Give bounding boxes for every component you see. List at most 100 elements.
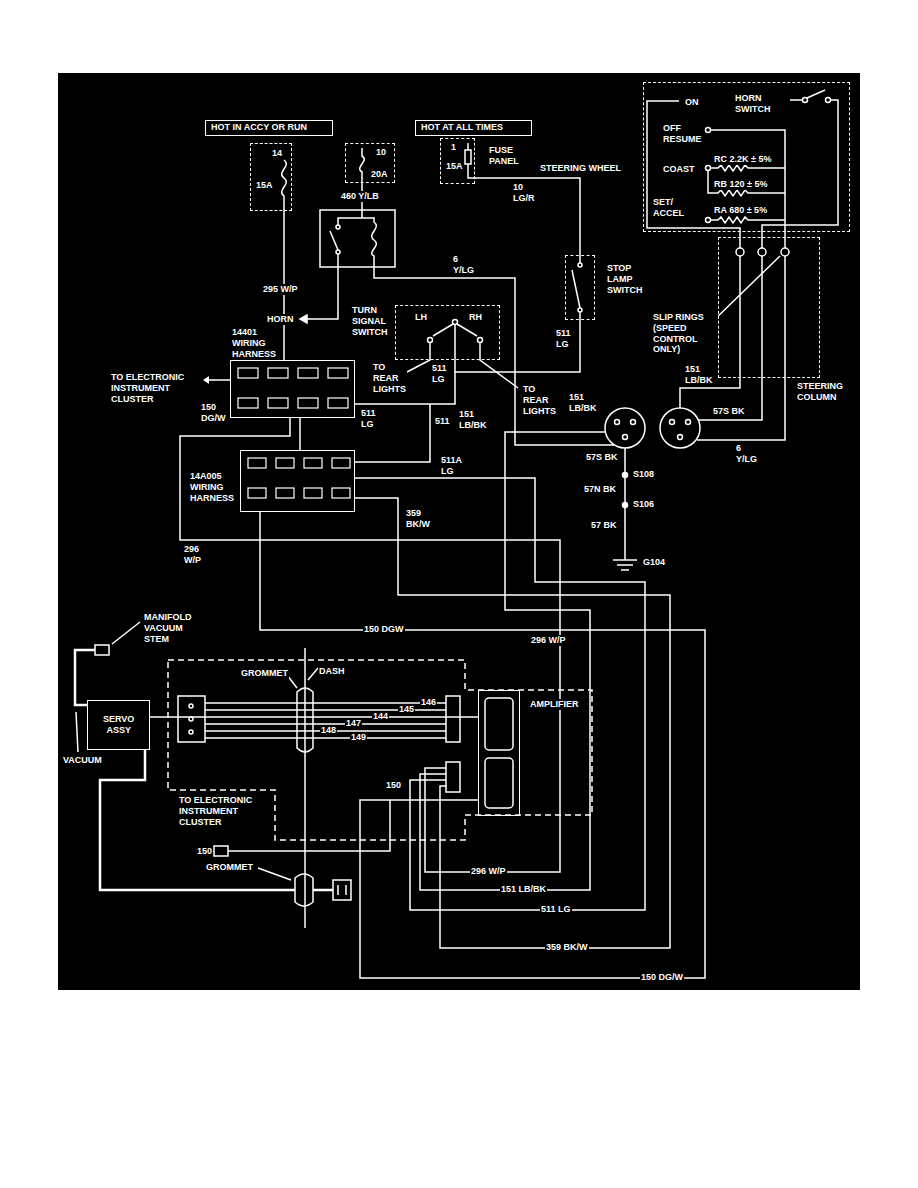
- callout-label: 511A LG: [440, 455, 463, 477]
- node-text: RH: [468, 312, 483, 323]
- node-text: SERVO ASSY: [102, 714, 135, 736]
- callout-label: 150: [196, 846, 213, 857]
- node-text: OFF RESUME: [662, 123, 703, 145]
- callout-label: HORN: [266, 314, 295, 325]
- switch-housing: STOP LAMP SWITCH: [565, 255, 595, 320]
- node-text: RB 120 ± 5%: [713, 179, 768, 190]
- callout-label: 296 W/P: [530, 635, 567, 646]
- node-text: 10: [375, 147, 387, 158]
- callout-label: SLIP RINGS (SPEED CONTROL ONLY): [652, 312, 718, 355]
- callout-label: 6 Y/LG: [735, 443, 758, 465]
- node-text: HOT IN ACCY OR RUN: [210, 122, 308, 133]
- callout-label: G104: [642, 557, 666, 568]
- callout-label: 149: [350, 732, 367, 743]
- callout-label: 151 LB/BK: [568, 392, 597, 414]
- node-text: SET/ ACCEL: [652, 197, 685, 219]
- wire: [260, 512, 705, 978]
- callout-label: 359 BK/W: [405, 508, 431, 530]
- supply-heading-box: HOT AT ALL TIMES: [415, 120, 532, 136]
- wire-label: 295 W/P: [262, 284, 299, 295]
- node-heading: TURN SIGNAL SWITCH: [351, 305, 389, 337]
- callout-label: 359 BK/W: [545, 942, 589, 953]
- node-text: 15A: [445, 161, 464, 172]
- horn-relay: [300, 210, 614, 445]
- wire-label: 10 LG/R: [512, 182, 536, 204]
- callout-label: 511 LG: [540, 904, 572, 915]
- steering-wheel: STEERING WHEELONHORN SWITCHOFF RESUMERC …: [643, 82, 850, 232]
- wires: [180, 256, 785, 948]
- callout-label: 6 Y/LG: [452, 254, 475, 276]
- node-heading: 14401 WIRING HARNESS: [231, 327, 277, 359]
- callout-label: TO ELECTRONIC INSTRUMENT CLUSTER: [178, 795, 265, 827]
- node-text: 1: [450, 142, 457, 153]
- supply-heading-box: HOT IN ACCY OR RUN: [205, 120, 333, 136]
- fuse-panel: 115AFUSE PANEL: [440, 138, 475, 184]
- callout-label: GROMMET: [240, 668, 289, 679]
- dash-panel: [168, 648, 592, 928]
- node-text: LH: [414, 312, 428, 323]
- slip-rings: [736, 232, 789, 378]
- node-heading: AMPLIFIER: [529, 699, 580, 710]
- node-text: RA 680 ± 5%: [713, 205, 768, 216]
- fuse-symbols: [282, 143, 475, 211]
- vacuum-hoses: [75, 622, 351, 900]
- node-heading: FUSE PANEL: [488, 145, 520, 167]
- node-text: ON: [684, 97, 700, 108]
- node-text: 14: [271, 148, 283, 159]
- callout-label: 511 LG: [360, 408, 377, 430]
- callout-label: TO ELECTRONIC INSTRUMENT CLUSTER: [110, 372, 197, 404]
- callout-label: DASH: [318, 666, 346, 677]
- callout-label: S106: [632, 499, 655, 510]
- stop-lamp-contacts: [572, 255, 582, 320]
- callout-label: GROMMET: [205, 862, 254, 873]
- callout-label: 57S BK: [585, 452, 619, 463]
- callout-label: TO REAR LIGHTS: [522, 384, 557, 416]
- steering-column: STEERING COLUMN: [718, 237, 820, 378]
- amplifier-pins: [178, 696, 513, 856]
- callout-label: 57 BK: [590, 520, 618, 531]
- callout-label: 145: [398, 704, 415, 715]
- servo-box: SERVO ASSY: [87, 700, 150, 750]
- harness-connector: 14A005 WIRING HARNESS: [240, 450, 355, 512]
- callout-label: 296 W/P: [470, 866, 507, 877]
- wire: [455, 320, 580, 372]
- steering-wheel-switches: [647, 90, 838, 232]
- fuse-box: 14 15A: [250, 143, 292, 211]
- node-text: COAST: [662, 164, 696, 175]
- callout-label: 151 LB/BK: [458, 409, 487, 431]
- callout-label: 151 LB/BK: [684, 364, 713, 386]
- node-heading: 14A005 WIRING HARNESS: [189, 471, 235, 503]
- callout-label: 150: [385, 780, 402, 791]
- callout-label: TO REAR LIGHTS: [372, 362, 407, 394]
- wire: [475, 178, 580, 255]
- callout-label: MANIFOLD VACUUM STEM: [143, 612, 193, 644]
- arrowhead: [203, 376, 209, 384]
- amplifier-box: AMPLIFIER: [478, 690, 520, 816]
- callout-label: 151 LB/BK: [500, 884, 547, 895]
- turn-signal-contacts: [407, 320, 518, 389]
- wire-label: 150 DG/W: [640, 972, 684, 983]
- callout-label: 150 DG/W: [200, 402, 226, 424]
- node-text: 15A: [255, 180, 274, 191]
- callout-label: S108: [632, 469, 655, 480]
- wire-label: 511 LG: [555, 328, 572, 350]
- callout-label: 146: [420, 697, 437, 708]
- node-text: HOT AT ALL TIMES: [420, 122, 504, 133]
- node-heading: STEERING WHEEL: [539, 163, 622, 174]
- node-text: RC 2.2K ± 5%: [713, 154, 772, 165]
- callout-label: 147: [345, 718, 362, 729]
- node-text: 20A: [370, 169, 389, 180]
- harness-connector: 14401 WIRING HARNESS: [230, 360, 355, 418]
- callout-label: 144: [372, 711, 389, 722]
- callout-label: 57N BK: [583, 484, 617, 495]
- switch-housing: TURN SIGNAL SWITCHLHRH: [395, 305, 500, 360]
- callout-label: 511 LG: [431, 363, 448, 385]
- callout-label: 148: [320, 725, 337, 736]
- node-heading: STOP LAMP SWITCH: [606, 263, 644, 295]
- callout-label: 296 W/P: [183, 544, 202, 566]
- node-text: HORN SWITCH: [734, 93, 772, 115]
- callout-label: 460 Y/LB: [340, 191, 380, 202]
- wire: [150, 716, 478, 718]
- round-connectors: [605, 408, 700, 448]
